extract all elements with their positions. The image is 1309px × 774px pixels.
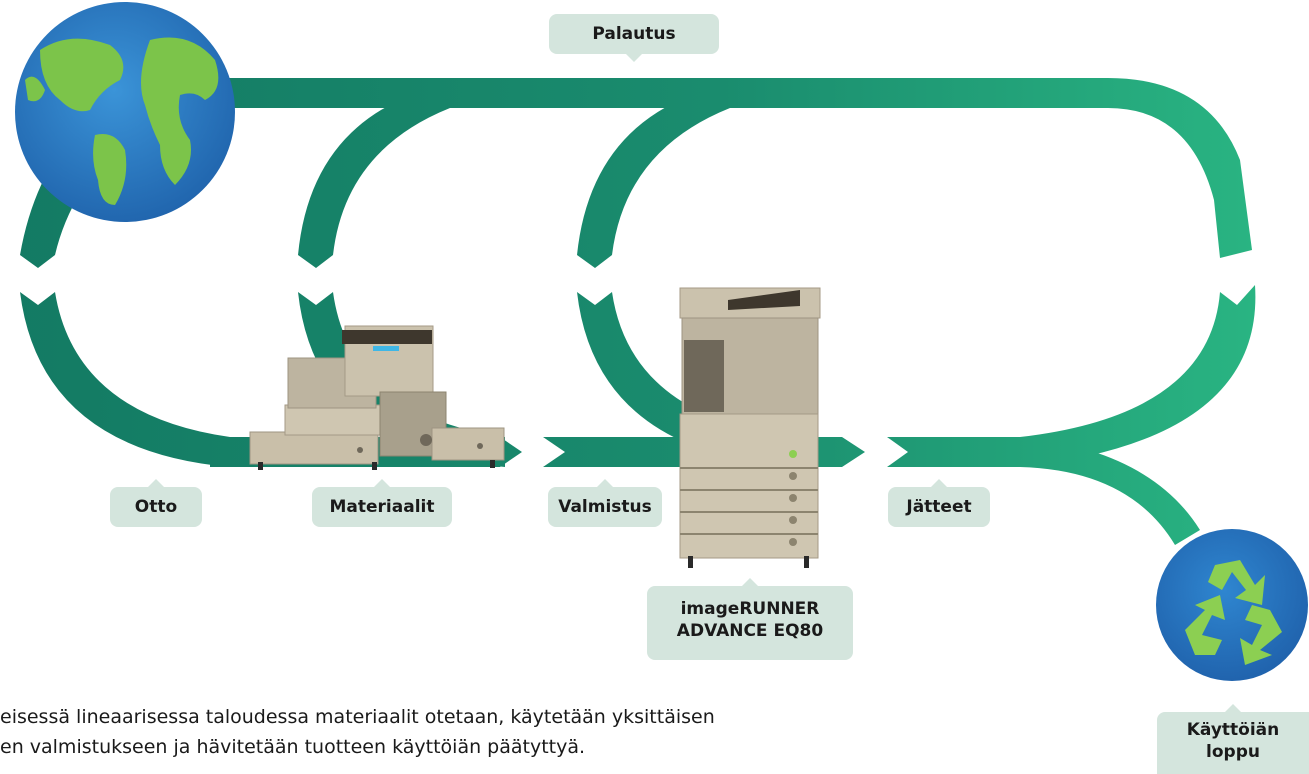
label-end-line1: Käyttöiän <box>1186 720 1280 740</box>
label-valmistus: Valmistus <box>548 479 662 527</box>
linear-flow-arrow-3 <box>887 437 1030 467</box>
label-otto-text: Otto <box>134 497 178 517</box>
label-product: imageRUNNER ADVANCE EQ80 <box>647 578 853 660</box>
description-line-2: en valmistukseen ja hävitetään tuotteen … <box>0 736 586 758</box>
label-end-line2: loppu <box>1206 742 1260 762</box>
recycle-icon <box>1156 529 1308 681</box>
label-valmistus-text: Valmistus <box>558 497 652 517</box>
waste-branch-arc <box>1020 437 1200 545</box>
materiaalit-upper-arc <box>298 92 450 268</box>
globe-icon <box>15 2 235 222</box>
label-jatteet: Jätteet <box>888 479 990 527</box>
label-materiaalit-text: Materiaalit <box>329 497 435 517</box>
label-palautus: Palautus <box>549 14 719 62</box>
jatteet-return-arc <box>1020 285 1256 467</box>
label-otto: Otto <box>110 479 202 527</box>
label-palautus-text: Palautus <box>592 24 676 44</box>
description-line-1: eisessä lineaarisessa taloudessa materia… <box>0 706 715 728</box>
label-materiaalit: Materiaalit <box>312 479 452 527</box>
label-product-line1: imageRUNNER <box>680 599 820 619</box>
valmistus-upper-arc <box>577 92 730 268</box>
label-end-of-life: Käyttöiän loppu <box>1157 704 1309 774</box>
otto-lower-arc <box>20 292 230 467</box>
label-jatteet-text: Jätteet <box>906 497 972 517</box>
office-printer-icon <box>679 287 821 568</box>
production-printer-icon <box>249 325 505 470</box>
description-text: eisessä lineaarisessa taloudessa materia… <box>0 702 715 762</box>
label-product-line2: ADVANCE EQ80 <box>676 621 824 641</box>
